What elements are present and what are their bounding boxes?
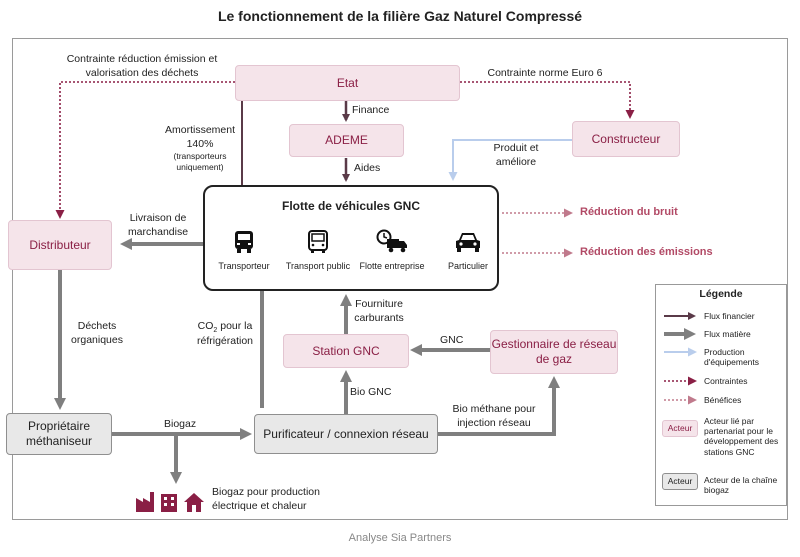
- vehicle-label: Flotte entreprise: [359, 261, 425, 271]
- constraint-etat-constructeur: [460, 81, 635, 119]
- vehicle-transporteur: Transporteur: [207, 229, 281, 271]
- vehicle-particulier: Particulier: [431, 229, 505, 271]
- label-co2-text: CO: [197, 320, 214, 332]
- label-bio-gnc: Bio GNC: [350, 386, 392, 398]
- label-line: uniquement): [176, 162, 224, 173]
- label-line: Livraison de: [129, 212, 187, 224]
- label-line: Fourniture: [355, 298, 403, 310]
- label-biogaz-production: Biogaz pour production électrique et cha…: [212, 486, 336, 513]
- flow-purificateur-gestionnaire: [438, 376, 560, 436]
- vehicle-label: Particulier: [447, 261, 488, 271]
- legend: Légende Flux financier Flux matière Prod…: [655, 284, 787, 506]
- building-icon: [161, 494, 177, 512]
- vehicle-label: Transport public: [285, 261, 351, 271]
- label-line: Produit et: [493, 142, 539, 154]
- node-etat: Etat: [235, 65, 460, 101]
- bus-icon: [308, 230, 328, 253]
- node-constructeur: Constructeur: [572, 121, 680, 157]
- legend-pink-actor-box: Acteur: [662, 420, 698, 437]
- label-line: Biogaz pour production: [212, 486, 320, 498]
- label-line: organiques: [71, 333, 123, 346]
- label-line: Amortissement: [164, 124, 236, 136]
- label-line: Bio méthane pour: [452, 403, 536, 415]
- label-line: électrique et chaleur: [212, 499, 307, 512]
- biogaz-usage-icons: [136, 492, 204, 512]
- legend-item-label: Acteur de la chaîne biogaz: [704, 475, 778, 496]
- benefit-bruit: Réduction du bruit: [580, 206, 678, 218]
- truck-icon: [235, 231, 253, 253]
- label-line: marchandise: [127, 225, 189, 238]
- legend-item-label: Acteur lié par partenariat pour le dével…: [704, 416, 779, 457]
- label-line: Déchets: [77, 320, 117, 332]
- house-icon: [184, 493, 204, 512]
- node-proprietaire: Propriétaire méthaniseur: [6, 413, 112, 455]
- label-line: 140%: [186, 137, 214, 150]
- label-biogaz: Biogaz: [164, 418, 197, 430]
- label-contrainte-euro6: Contrainte norme Euro 6: [487, 67, 603, 79]
- legend-item-label: Flux matière: [704, 329, 751, 339]
- benefit-emissions: Réduction des émissions: [580, 246, 713, 258]
- flow-constructeur-fleet: [448, 139, 572, 181]
- vehicle-flotte-entreprise: Flotte entreprise: [355, 229, 429, 271]
- label-line: Contrainte réduction émission et: [66, 53, 218, 65]
- label-co2-text: pour la: [217, 320, 253, 332]
- label-co2: CO2 pour la réfrigération: [188, 320, 262, 349]
- node-gestionnaire: Gestionnaire de réseau de gaz: [490, 330, 618, 374]
- legend-item-label: Production d'équipements: [704, 347, 760, 368]
- label-fourniture: Fourniture carburants: [348, 298, 410, 325]
- node-purificateur: Purificateur / connexion réseau: [254, 414, 438, 454]
- label-co2-subscript: 2: [213, 327, 218, 335]
- label-aides: Aides: [354, 162, 381, 174]
- car-icon: [456, 233, 480, 252]
- diagram-title: Le fonctionnement de la filière Gaz Natu…: [217, 8, 583, 24]
- fleet-title: Flotte de véhicules GNC: [281, 199, 421, 213]
- legend-title: Légende: [699, 288, 743, 300]
- node-ademe: ADEME: [289, 124, 404, 157]
- legend-item-label: Flux financier: [704, 311, 755, 321]
- node-distributeur: Distributeur: [8, 220, 112, 270]
- label-bio-methane: Bio méthane pour injection réseau: [444, 403, 544, 430]
- label-dechets: Déchets organiques: [62, 320, 132, 347]
- legend-grey-actor-box: Acteur: [662, 473, 698, 490]
- legend-item-label: Contraintes: [704, 376, 748, 386]
- diagram-frame: [12, 38, 788, 520]
- label-line: injection réseau: [457, 416, 531, 429]
- vehicle-label: Transporteur: [218, 261, 270, 271]
- label-produit: Produit et améliore: [476, 142, 556, 169]
- fleet-box: Flotte de véhicules GNC Transporteur Tra…: [203, 185, 499, 291]
- label-finance: Finance: [352, 104, 390, 116]
- legend-swatches: [664, 312, 697, 405]
- label-livraison: Livraison de marchandise: [118, 212, 198, 239]
- constraint-etat-distributeur: [55, 81, 235, 219]
- node-station-gnc: Station GNC: [283, 334, 409, 368]
- label-amortissement: Amortissement 140% (transporteurs unique…: [158, 124, 242, 173]
- legend-item-label: Bénéfices: [704, 395, 742, 405]
- label-line: (transporteurs: [173, 151, 227, 162]
- delivery-truck-clock-icon: [376, 229, 407, 253]
- factory-icon: [136, 492, 154, 512]
- label-line: améliore: [495, 155, 537, 168]
- label-line: valorisation des déchets: [85, 66, 199, 79]
- vehicle-transport-public: Transport public: [281, 229, 355, 271]
- label-line: carburants: [354, 311, 404, 324]
- label-contrainte-emission: Contrainte réduction émission et valoris…: [52, 53, 232, 80]
- footer-credit: Analyse Sia Partners: [348, 532, 452, 544]
- label-line: réfrigération: [196, 335, 254, 348]
- label-gnc: GNC: [440, 334, 464, 346]
